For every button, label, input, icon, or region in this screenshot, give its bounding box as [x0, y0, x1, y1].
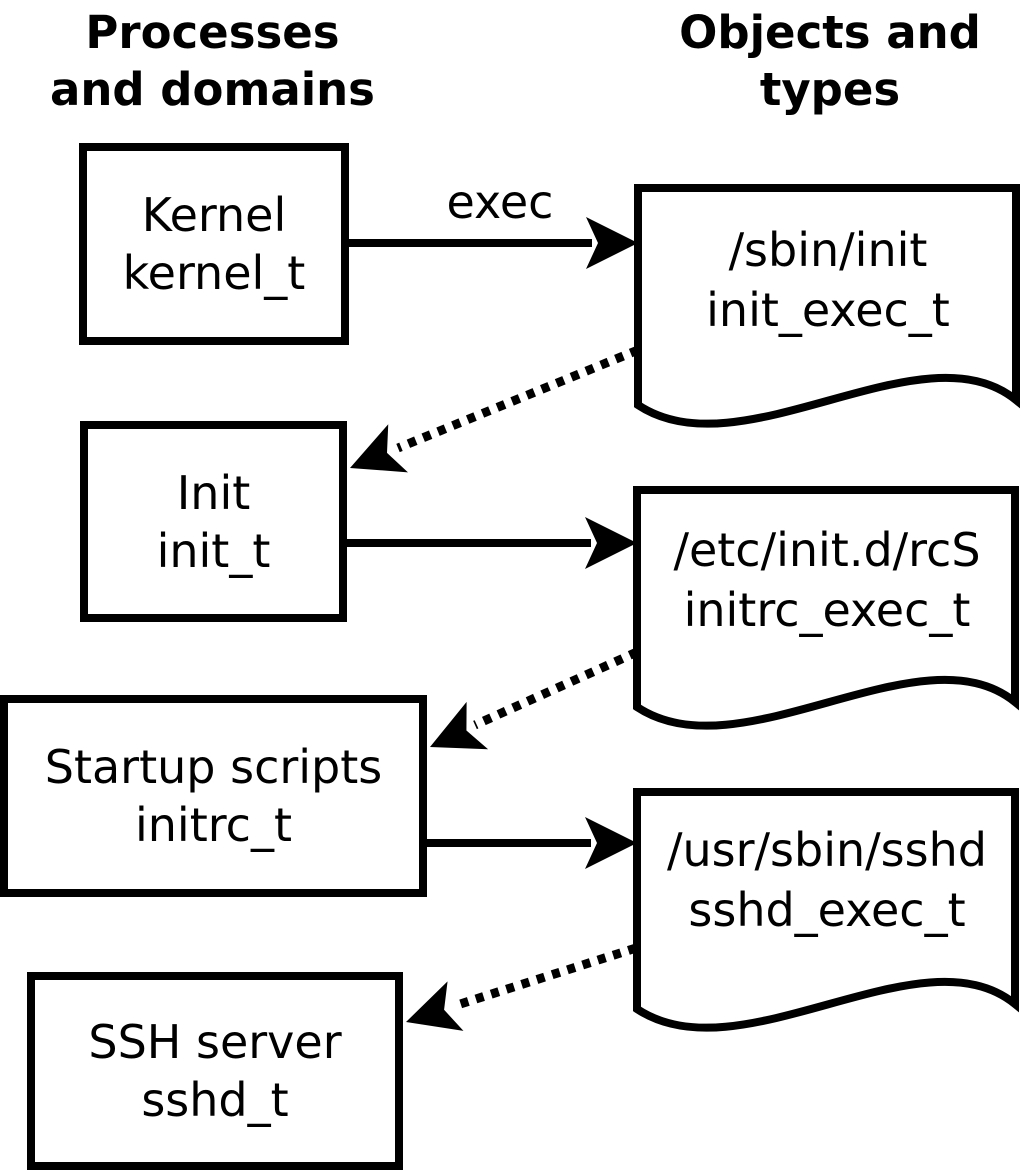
exec-arrow-initrc-to-sshd-exec: [427, 817, 637, 869]
sshd-exec-doc-label: /usr/sbin/sshd sshd_exec_t: [633, 820, 1021, 940]
object-path-label: /sbin/init: [728, 223, 928, 277]
node-label: SSH server: [88, 1015, 342, 1069]
node-type-label: kernel_t: [122, 246, 306, 300]
objects-types-header: Objects and types: [636, 4, 1024, 118]
node-type-label: initrc_t: [135, 798, 292, 852]
init-box: Init init_t: [80, 421, 347, 622]
node-type-label: init_t: [156, 523, 271, 578]
object-path-label: /etc/init.d/rcS: [673, 523, 981, 577]
object-path-label: /usr/sbin/sshd: [667, 823, 987, 877]
node-type-label: sshd_t: [141, 1073, 289, 1127]
node-label: Startup scripts: [44, 740, 383, 794]
kernel-box: Kernel kernel_t: [79, 143, 349, 345]
startup-scripts-box: Startup scripts initrc_t: [0, 695, 427, 897]
header-line: Objects and: [679, 6, 981, 59]
document-shape-init-exec: [634, 184, 1020, 428]
node-label: Init: [176, 465, 251, 520]
object-type-label: initrc_exec_t: [683, 583, 971, 637]
processes-domains-header: Processes and domains: [20, 4, 405, 118]
initrc-exec-doc-label: /etc/init.d/rcS initrc_exec_t: [633, 520, 1021, 640]
exec-edge-label: exec: [446, 175, 554, 229]
header-line: types: [759, 63, 901, 116]
document-shape-initrc-exec: [633, 486, 1019, 730]
object-type-label: sshd_exec_t: [688, 883, 966, 937]
exec-arrow-init-to-initrc-exec: [347, 517, 637, 569]
transition-arrow-init-exec-to-init: [350, 345, 640, 473]
transition-arrow-sshd-exec-to-sshd: [406, 943, 638, 1031]
init-exec-doc-label: /sbin/init init_exec_t: [634, 220, 1022, 340]
ssh-server-box: SSH server sshd_t: [27, 972, 403, 1170]
header-line: Processes: [85, 6, 340, 59]
node-label: Kernel: [141, 188, 287, 242]
document-shape-sshd-exec: [633, 788, 1019, 1032]
object-type-label: init_exec_t: [706, 283, 950, 337]
header-line: and domains: [50, 63, 375, 116]
transition-arrow-initrc-exec-to-initrc: [430, 647, 639, 750]
